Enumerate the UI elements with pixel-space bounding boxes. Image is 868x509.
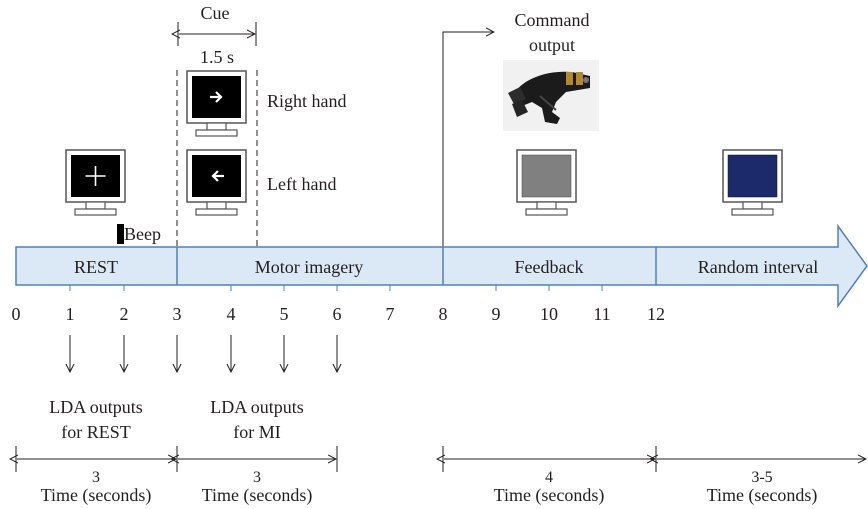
- lda-mi-label-line2: for MI: [233, 422, 281, 442]
- duration-rest-value: 3: [92, 469, 100, 486]
- tick-label-10: 10: [540, 304, 558, 324]
- tick-label-1: 1: [66, 304, 75, 324]
- left-hand-label: Left hand: [267, 174, 336, 194]
- phase-feedback-label: Feedback: [515, 257, 584, 277]
- phase-rest-label: REST: [74, 257, 118, 277]
- lda-mi-label-line1: LDA outputs: [210, 397, 304, 417]
- right-hand-label: Right hand: [267, 91, 347, 111]
- command-output-arrow: [442, 32, 494, 250]
- phase-random-interval-label: Random interval: [698, 257, 818, 277]
- tick-label-7: 7: [386, 304, 395, 324]
- timeline-arrow: [15, 223, 868, 309]
- duration-mi-value: 3: [253, 469, 261, 486]
- command-output-label-line2: output: [529, 35, 575, 55]
- command-output-label-line1: Command: [515, 10, 590, 30]
- duration-feedback-unit: Time (seconds): [494, 485, 605, 506]
- duration-random-unit: Time (seconds): [707, 485, 818, 506]
- duration-feedback-value: 4: [545, 469, 553, 486]
- lda-output-arrows: [70, 335, 337, 372]
- tick-label-3: 3: [173, 304, 182, 324]
- lda-rest-label-line1: LDA outputs: [49, 397, 143, 417]
- left-arrow-monitor-icon: [186, 149, 247, 216]
- tick-label-4: 4: [227, 304, 236, 324]
- rest-fixation-monitor-icon: [65, 149, 126, 216]
- phase-motor-imagery-label: Motor imagery: [255, 257, 363, 277]
- tick-label-9: 9: [492, 304, 501, 324]
- tick-label-12: 12: [647, 304, 665, 324]
- robotic-hand-image: [503, 60, 599, 131]
- cue-duration: 1.5 s: [200, 47, 234, 67]
- tick-label-0: 0: [12, 304, 21, 324]
- cue-label: Cue: [201, 3, 230, 23]
- duration-span-brackets: [16, 446, 866, 472]
- duration-mi-unit: Time (seconds): [202, 485, 313, 506]
- beep-marker: [117, 224, 124, 244]
- duration-rest-unit: Time (seconds): [41, 485, 152, 506]
- right-arrow-monitor-icon: [186, 70, 247, 137]
- tick-label-11: 11: [593, 304, 610, 324]
- tick-label-2: 2: [120, 304, 129, 324]
- feedback-monitor-icon: [516, 149, 577, 216]
- random-interval-monitor-icon: [722, 149, 783, 216]
- lda-rest-label-line2: for REST: [61, 422, 131, 442]
- tick-label-5: 5: [280, 304, 289, 324]
- beep-label: Beep: [124, 224, 161, 244]
- duration-random-value: 3-5: [751, 469, 772, 486]
- tick-label-6: 6: [333, 304, 342, 324]
- timeline-ticks: [69, 285, 603, 291]
- tick-label-8: 8: [439, 304, 448, 324]
